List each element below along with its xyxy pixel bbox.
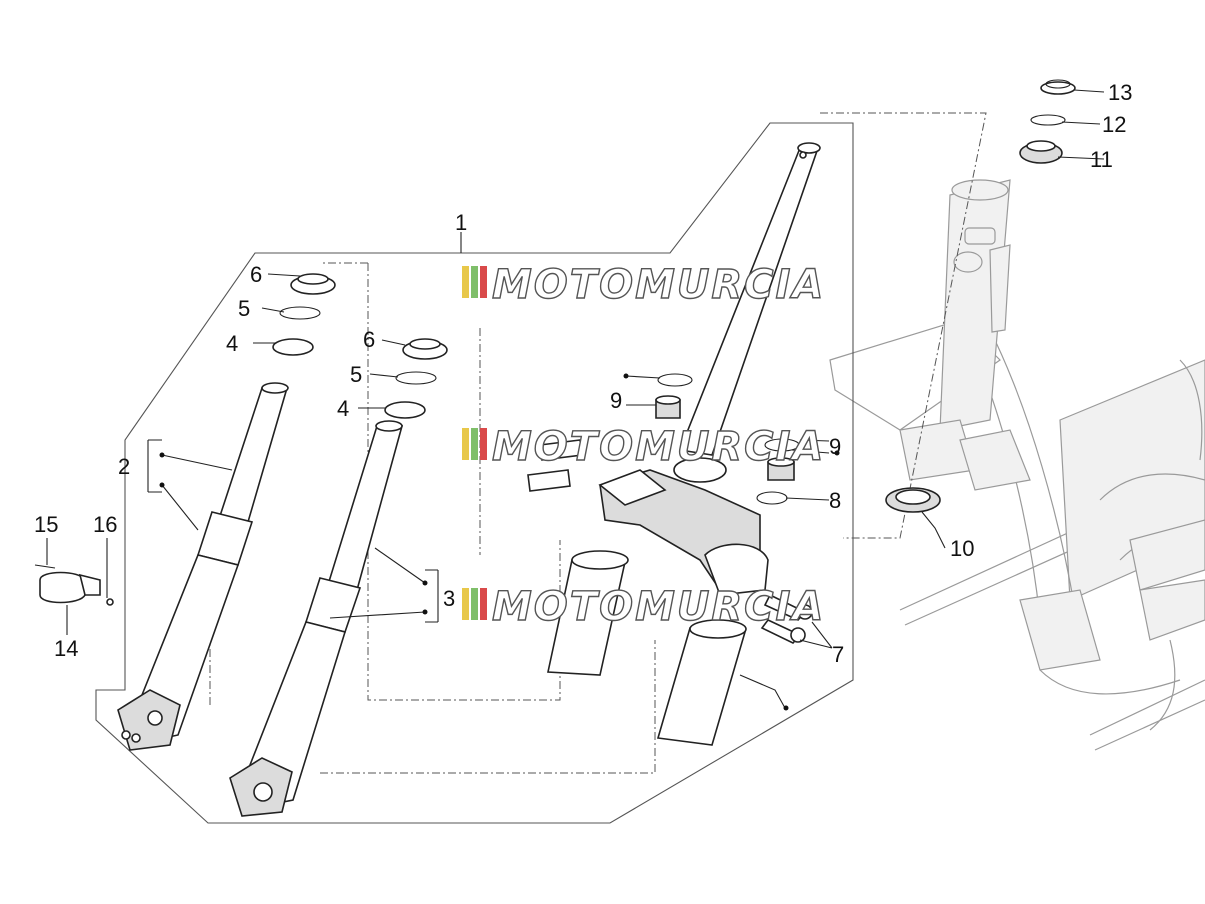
watermark-stripe: [462, 588, 469, 620]
watermark-bottom: MOTOMURCIA: [462, 583, 825, 631]
left-fork-leg: [117, 382, 289, 751]
group-box-left-fork-2: [209, 262, 368, 705]
watermark-stripe: [471, 266, 478, 298]
small-clamp: [34, 564, 114, 606]
callout-9-right: 9: [829, 434, 841, 459]
right-fork-leg: [229, 420, 404, 817]
callout-labels: 1 2 3 4 4 5 5 6 6 7 8 9 9 10 11 12 13 14…: [34, 80, 1132, 667]
callout-12: 12: [1102, 112, 1126, 137]
watermark-stripe: [462, 266, 469, 298]
leader-lines: [46, 89, 1105, 711]
callout-6-left: 6: [250, 262, 262, 287]
callout-4-right: 4: [337, 396, 349, 421]
callout-14: 14: [54, 636, 78, 661]
bushings: [655, 373, 800, 505]
watermark-text: MOTOMURCIA: [492, 424, 825, 470]
callout-10: 10: [950, 536, 974, 561]
watermark-stripe: [471, 588, 478, 620]
callout-5-left: 5: [238, 296, 250, 321]
watermark-stripe: [480, 266, 487, 298]
callout-13: 13: [1108, 80, 1132, 105]
watermark-text: MOTOMURCIA: [492, 584, 825, 630]
watermark-stripe: [480, 428, 487, 460]
callout-16: 16: [93, 512, 117, 537]
callout-9-left: 9: [610, 388, 622, 413]
callout-15: 15: [34, 512, 58, 537]
crown-bolts: [527, 439, 813, 644]
seal-stack-left: [272, 273, 336, 356]
watermark-stripe: [480, 588, 487, 620]
assembly-outline: [95, 122, 854, 824]
headset-bearings: [885, 79, 1076, 513]
watermark-middle: MOTOMURCIA: [462, 423, 825, 471]
watermark-stripe: [471, 428, 478, 460]
callout-2: 2: [118, 454, 130, 479]
callout-7: 7: [832, 642, 844, 667]
lower-covers: [547, 550, 747, 746]
callout-1: 1: [455, 210, 467, 235]
callout-4-left: 4: [226, 331, 238, 356]
steering-stem: [598, 142, 821, 596]
watermark-stripe: [462, 428, 469, 460]
watermark-top: MOTOMURCIA: [462, 261, 825, 309]
callout-11: 11: [1090, 147, 1113, 172]
scooter-frame-drawing: [829, 179, 1205, 751]
group-box-steering: [820, 112, 987, 539]
callout-6-right: 6: [363, 327, 375, 352]
watermark-text: MOTOMURCIA: [492, 262, 825, 308]
callout-5-right: 5: [350, 362, 362, 387]
seal-stack-right: [384, 338, 448, 419]
callout-3: 3: [443, 586, 455, 611]
callout-8: 8: [829, 488, 841, 513]
